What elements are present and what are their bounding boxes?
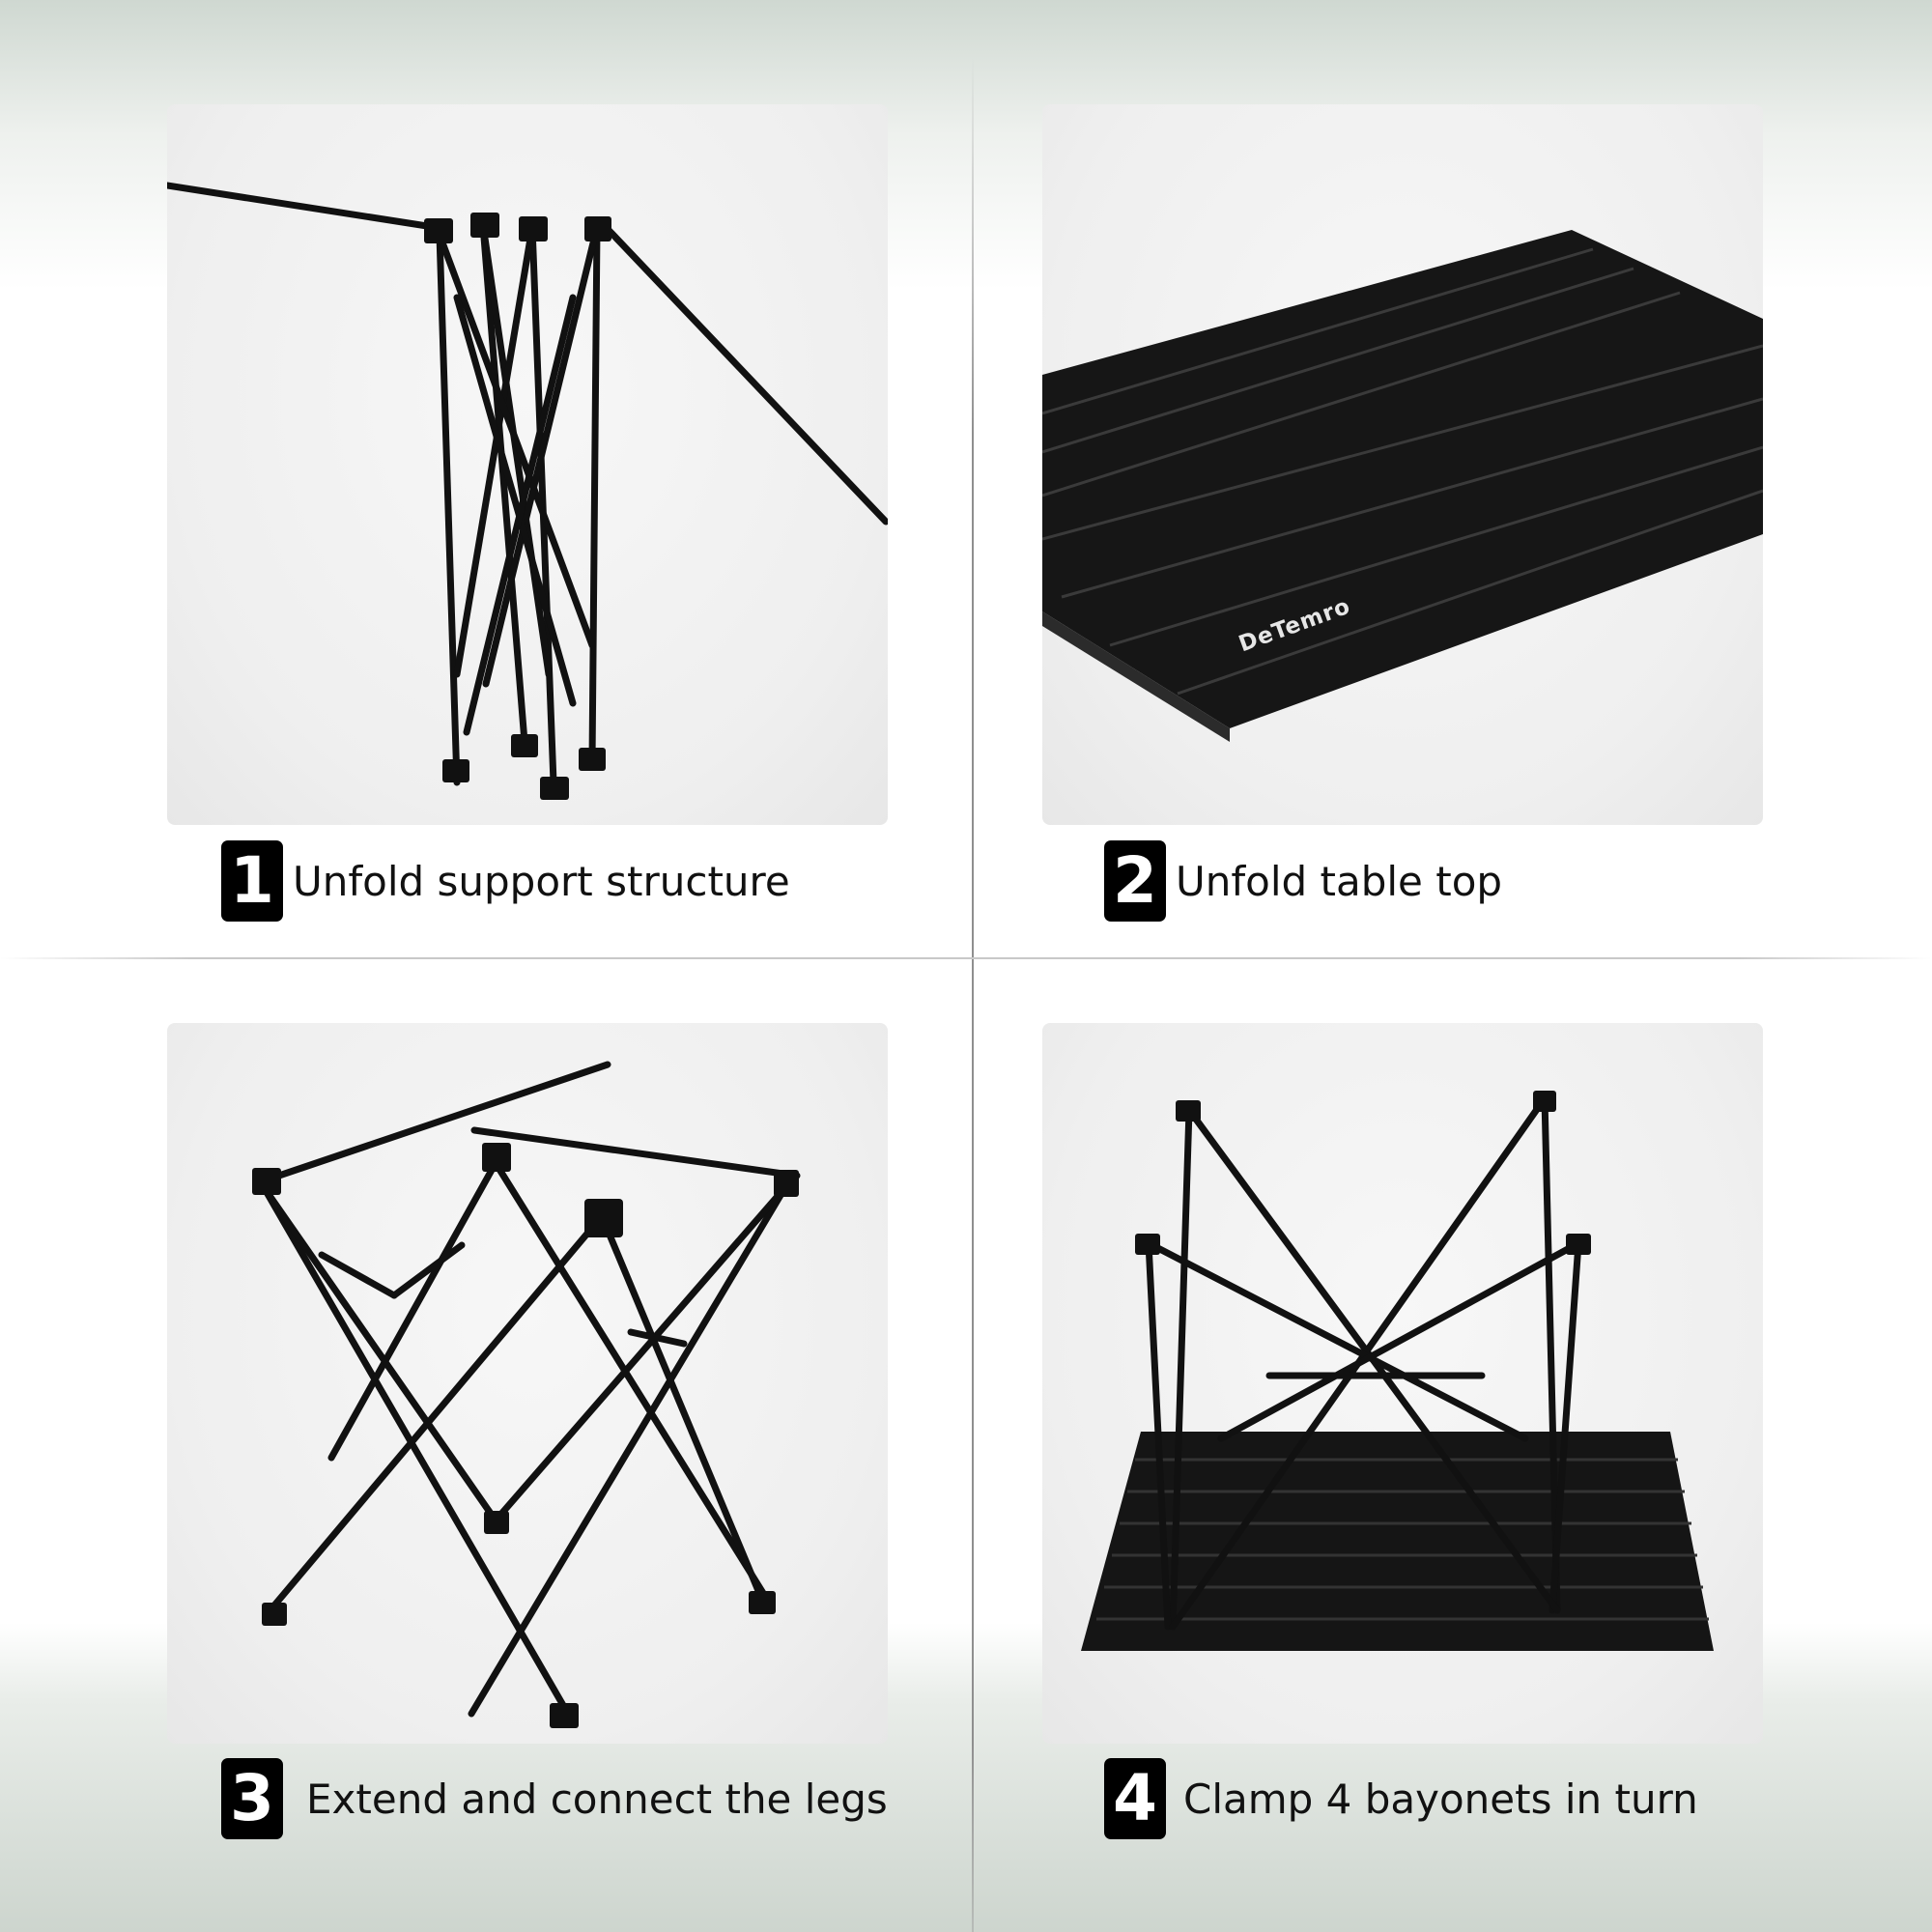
vertical-divider — [972, 58, 974, 1932]
step-caption: Extend and connect the legs — [306, 1775, 888, 1823]
step-caption: Clamp 4 bayonets in turn — [1183, 1775, 1698, 1823]
photo-legs-extended — [167, 1023, 888, 1744]
photo-support-structure — [167, 104, 888, 825]
table-top-illustration — [1042, 230, 1763, 742]
photo-clamp-bayonets — [1042, 1023, 1763, 1744]
step-4: 4 Clamp 4 bayonets in turn — [1104, 1758, 1698, 1839]
step-number-badge: 2 — [1104, 840, 1166, 922]
folded-frame-illustration — [167, 182, 888, 800]
photo-table-top: DeTemro — [1042, 104, 1763, 825]
step-number-badge: 3 — [221, 1758, 283, 1839]
step-3: 3 Extend and connect the legs — [221, 1758, 888, 1839]
step-number-badge: 4 — [1104, 1758, 1166, 1839]
horizontal-divider — [0, 957, 1932, 959]
step-2: 2 Unfold table top — [1104, 840, 1502, 922]
assembled-table-illustration — [1081, 1091, 1714, 1651]
step-1: 1 Unfold support structure — [221, 840, 790, 922]
step-number-badge: 1 — [221, 840, 283, 922]
legs-frame-illustration — [252, 1061, 801, 1728]
step-caption: Unfold table top — [1176, 857, 1503, 905]
step-caption: Unfold support structure — [293, 857, 790, 905]
